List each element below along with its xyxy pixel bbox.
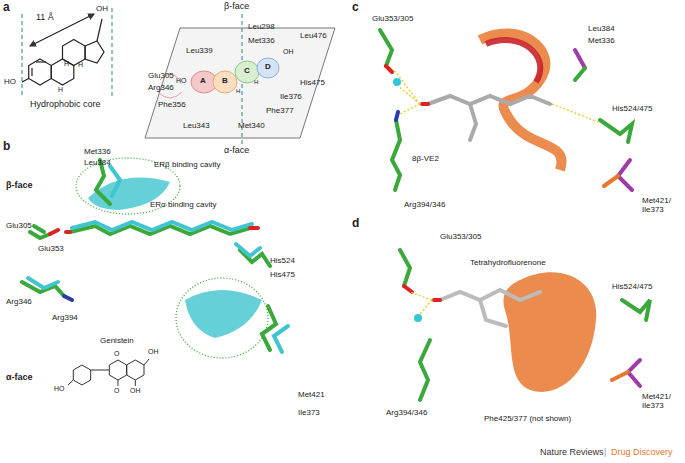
residue-label: Met421/ Ile373 [642,392,682,410]
cavity-label: ERα binding cavity [150,200,216,209]
face-label: α-face [224,145,249,155]
residue-label: Arg394/346 [386,408,427,417]
residue-label: His475 [270,270,295,279]
residue-label: Glu353/305 [372,14,413,23]
atom-label: H [236,88,240,95]
journal-name: Drug Discovery [611,447,673,457]
panel-letter: b [3,140,10,154]
residue-label: Phe356 [158,100,186,109]
atom-label: O [114,387,119,395]
residue-label: Arg394/346 [404,200,445,209]
ring-letter: C [244,66,250,75]
journal-name: Nature Reviews [540,447,604,457]
panel-letter: a [3,1,10,15]
atom-label: OH [96,4,108,13]
dimension-label: 11 Å [36,12,54,22]
atom-label: H [64,60,69,68]
molecule-label: Tetrahydrofluorenone [470,258,546,267]
residue-label: Glu353/305 [440,232,481,241]
residue-label: Met421 [298,390,325,399]
note-label: Phe425/377 (not shown) [484,414,571,423]
residue-label: Leu384 [588,24,615,33]
residue-label: Met336 [248,36,275,45]
face-label: β-face [6,180,33,190]
residue-label: Leu298 [248,22,275,31]
atom-label: O [114,350,119,358]
cavity-label: ERβ binding cavity [154,160,220,169]
residue-label: Arg394 [52,313,78,322]
ring-letter: B [222,76,228,85]
atom-label: H [78,61,83,69]
residue-label: Arg346 [148,83,174,92]
residue-label: Glu353 [38,244,64,253]
separator: | [604,447,606,457]
atom-label: HO [176,77,187,85]
face-label: β-face [224,1,249,11]
panel-letter: c [352,1,359,15]
residue-label: Ile373 [298,408,320,417]
residue-label: Met336 [588,36,615,45]
atom-label: HO [54,385,65,393]
panel-letter: d [352,217,359,231]
atom-label: OH [130,387,141,395]
ring-letter: A [200,76,206,85]
atom-label: H [58,86,63,94]
residue-label: His524/475 [612,282,652,291]
residue-label: Glu305 [6,221,32,230]
face-label: α-face [6,372,33,382]
residue-label: Leu339 [186,46,213,55]
residue-label: His524 [270,256,295,265]
residue-label: His524/475 [612,104,652,113]
caption-label: Hydrophobic core [30,99,101,109]
atom-label: OH [283,48,294,56]
atom-label: OH [148,348,159,356]
residue-label: Glu305 [148,71,174,80]
residue-label: Met340 [238,121,265,130]
ring-letter: D [265,62,271,71]
residue-label: Ile376 [280,92,302,101]
residue-label: Met336 [84,147,111,156]
residue-label: Met421/ Ile373 [642,196,682,214]
residue-label: His475 [300,78,325,87]
residue-label: Arg346 [6,297,32,306]
atom-label: H [254,79,258,86]
molecule-label: 8β-VE2 [412,154,439,163]
residue-label: Phe377 [266,106,294,115]
molecule-label: Genistein [100,336,134,345]
atom-label: HO [4,77,16,86]
residue-label: Leu476 [300,31,327,40]
residue-label: Leu384 [84,158,111,167]
residue-label: Leu343 [183,121,210,130]
